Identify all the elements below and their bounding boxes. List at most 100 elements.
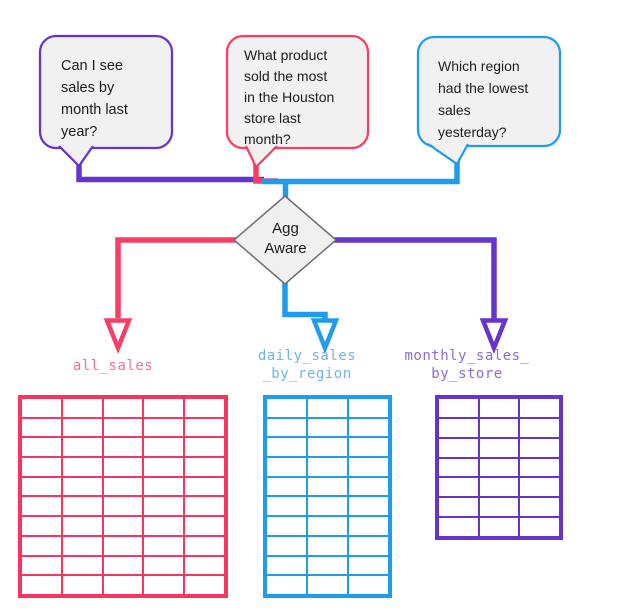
decision-label: Agg Aware <box>264 220 307 257</box>
table-cell <box>143 476 185 497</box>
table-cell <box>478 398 520 418</box>
table-cell <box>102 437 144 458</box>
table-cell <box>266 535 307 556</box>
table-cell <box>266 555 307 576</box>
bubble-tail-outline <box>427 143 469 166</box>
table-cell <box>348 476 389 497</box>
table-cell <box>478 457 520 478</box>
table-label-all-sales: all_sales <box>72 358 154 374</box>
connector-question3 <box>262 156 460 199</box>
table-cell <box>21 496 62 517</box>
table-cell <box>266 575 307 595</box>
table-cell <box>143 496 185 517</box>
table-cell <box>184 575 225 595</box>
table-cell <box>266 457 307 477</box>
table-cell <box>348 437 389 458</box>
table-cell <box>21 437 62 458</box>
table-cell <box>307 476 348 497</box>
table-cell <box>143 457 185 477</box>
table-cell <box>61 417 103 438</box>
table-cell <box>21 516 62 536</box>
question-1-text: Can I see sales by month last year? <box>61 58 128 140</box>
table-cell <box>102 496 144 517</box>
table-cell <box>266 516 307 536</box>
table-cell <box>61 555 103 576</box>
table-cell <box>348 535 389 556</box>
decision-diamond <box>232 195 338 285</box>
table-cell <box>61 476 103 497</box>
table-cell <box>519 477 560 498</box>
table-cell <box>519 457 560 478</box>
table-all-sales <box>18 395 228 598</box>
table-cell <box>61 496 103 517</box>
table-cell <box>21 555 62 576</box>
table-cell <box>184 417 225 438</box>
table-cell <box>519 437 560 458</box>
table-cell <box>307 457 348 477</box>
table-cell <box>143 398 185 418</box>
table-cell <box>348 496 389 517</box>
arrow-down-icon <box>103 318 133 355</box>
table-label-daily-sales-by-region: daily_sales _by_region <box>257 348 357 382</box>
table-cell <box>478 417 520 438</box>
table-cell <box>519 497 560 518</box>
table-cell <box>348 516 389 536</box>
table-cell <box>348 555 389 576</box>
table-cell <box>102 398 144 418</box>
table-cell <box>143 555 185 576</box>
connector-monthly-sales <box>330 237 497 319</box>
table-cell <box>102 535 144 556</box>
table-cell <box>102 476 144 497</box>
arrow-down-icon <box>310 318 340 355</box>
table-cell <box>143 535 185 556</box>
bubble-tail <box>428 142 468 164</box>
table-cell <box>61 575 103 595</box>
table-cell <box>143 516 185 536</box>
table-cell <box>438 417 479 438</box>
table-cell <box>61 398 103 418</box>
table-cell <box>102 555 144 576</box>
table-cell <box>307 437 348 458</box>
table-label-monthly-sales-by-store: monthly_sales_ by_store <box>404 348 530 382</box>
table-cell <box>21 476 62 497</box>
table-cell <box>184 476 225 497</box>
bubble-tail <box>59 144 93 166</box>
table-cell <box>307 575 348 595</box>
table-cell <box>143 417 185 438</box>
table-cell <box>102 457 144 477</box>
bubble-tail-outline <box>58 145 94 168</box>
table-cell <box>478 437 520 458</box>
question-2-text: What product sold the most in the Housto… <box>244 47 335 147</box>
table-cell <box>438 497 479 518</box>
table-cell <box>102 417 144 438</box>
table-cell <box>438 437 479 458</box>
arrow-down-icon <box>479 318 509 355</box>
table-cell <box>348 575 389 595</box>
table-cell <box>61 535 103 556</box>
table-daily-sales-by-region <box>263 395 392 598</box>
table-cell <box>266 417 307 438</box>
table-cell <box>307 496 348 517</box>
table-cell <box>266 398 307 418</box>
table-cell <box>307 417 348 438</box>
table-cell <box>519 398 560 418</box>
table-cell <box>184 496 225 517</box>
table-cell <box>102 516 144 536</box>
table-cell <box>61 437 103 458</box>
table-cell <box>184 437 225 458</box>
table-cell <box>266 476 307 497</box>
question-bubble-2 <box>225 34 370 150</box>
question-3-text: Which region had the lowest sales yester… <box>438 58 529 140</box>
bubble-tail-outline <box>244 145 278 169</box>
table-cell <box>143 575 185 595</box>
table-cell <box>21 575 62 595</box>
question-bubble-1 <box>38 34 174 150</box>
table-cell <box>478 477 520 498</box>
table-cell <box>21 535 62 556</box>
table-cell <box>438 457 479 478</box>
table-cell <box>348 398 389 418</box>
table-cell <box>478 497 520 518</box>
table-cell <box>21 417 62 438</box>
table-cell <box>266 496 307 517</box>
